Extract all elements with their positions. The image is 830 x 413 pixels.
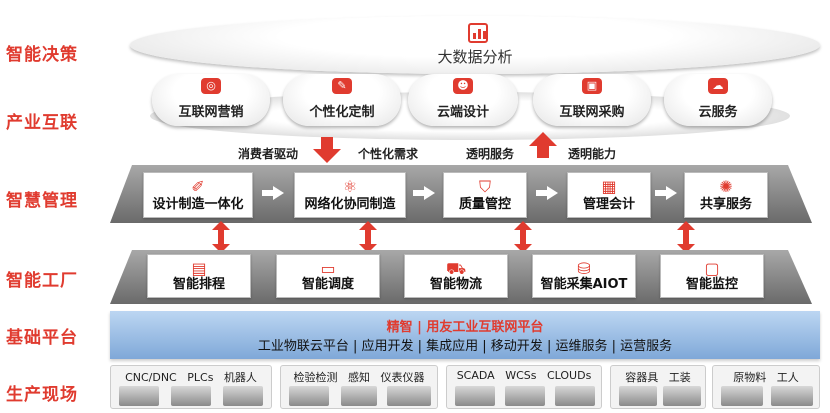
mgmt-label: 管理会计 [582, 197, 635, 212]
prod-group-materials: 原物料 工人 [712, 365, 820, 409]
prod-labels: CNC/DNC PLCs 机器人 [125, 371, 257, 384]
flow-label-demand: 个性化需求 [358, 147, 419, 161]
worker-icon [771, 386, 813, 406]
arrow-right [262, 186, 284, 200]
mgmt-quality-control: ⛉ 质量管控 [443, 172, 527, 218]
cloud-label: 个性化定制 [309, 105, 375, 120]
cloud-design: ☻ 云端设计 [408, 74, 518, 126]
cloud-label: 云端设计 [436, 105, 489, 120]
cart-icon: ▣ [582, 78, 602, 94]
layer-label-industry: 产业互联 [6, 113, 78, 133]
instrument-icon [387, 386, 431, 406]
bar-chart-icon [468, 23, 488, 43]
big-data-title: 大数据分析 [437, 48, 513, 66]
fixture-icon [663, 386, 701, 406]
platform-services: 工业物联云平台 | 应用开发 | 集成应用 | 移动开发 | 运维服务 | 运营… [257, 339, 673, 354]
mgmt-label: 质量管控 [458, 197, 511, 212]
prod-group-containers: 容器具 工装 [610, 365, 706, 409]
prod-group-machines: CNC/DNC PLCs 机器人 [110, 365, 272, 409]
prod-group-inspection: 检验检测 感知 仪表仪器 [280, 365, 438, 409]
design-icon: ✐ [191, 177, 205, 196]
mgmt-design-manufacturing: ✐ 设计制造一体化 [143, 172, 253, 218]
wcs-icon [505, 386, 545, 406]
share-icon: ✺ [719, 177, 733, 196]
mgmt-label: 共享服务 [699, 197, 752, 212]
double-arrow-4 [677, 221, 695, 253]
cnc-machine-icon [119, 386, 159, 406]
cloud-procurement: ▣ 互联网采购 [533, 74, 651, 126]
arrow-down-demand [313, 137, 341, 163]
cloud-icon: ☁ [708, 78, 728, 94]
monitor-icon: ▢ [704, 259, 720, 278]
flow-label-transparent-capability: 透明能力 [568, 147, 617, 161]
mgmt-label: 网络化协同制造 [304, 197, 396, 212]
calculator-icon: ▦ [601, 177, 617, 196]
cloud-customization: ✎ 个性化定制 [283, 74, 401, 126]
platform-band: 精智 | 用友工业互联网平台 工业物联云平台 | 应用开发 | 集成应用 | 移… [110, 311, 820, 359]
factory-label: 智能调度 [301, 277, 354, 292]
shield-check-icon: ⛉ [478, 177, 491, 196]
layer-label-production: 生产现场 [6, 385, 78, 405]
prod-labels: 容器具 工装 [625, 371, 691, 384]
inspection-icon [289, 386, 329, 406]
truck-icon: ⛟ [446, 259, 467, 278]
arrow-up-service [529, 132, 557, 158]
double-arrow-3 [514, 221, 532, 253]
plc-icon [171, 386, 211, 406]
globe-icon: ◎ [201, 78, 221, 94]
mgmt-network-manufacturing: ⚛ 网络化协同制造 [294, 172, 406, 218]
cloud-server-icon [555, 386, 595, 406]
factory-label: 智能排程 [172, 277, 225, 292]
layer-label-platform: 基础平台 [6, 328, 78, 348]
prod-labels: 原物料 工人 [733, 371, 799, 384]
double-arrow-1 [212, 221, 230, 253]
prod-group-systems: SCADA WCSs CLOUDs [446, 365, 602, 409]
factory-dispatch: ▭ 智能调度 [276, 254, 380, 298]
container-icon [619, 386, 657, 406]
dispatch-icon: ▭ [320, 259, 336, 278]
platform-title: 精智 | 用友工业互联网平台 [386, 320, 544, 335]
arrow-right [655, 186, 677, 200]
mgmt-accounting: ▦ 管理会计 [567, 172, 651, 218]
flow-label-consumer: 消费者驱动 [238, 147, 299, 161]
material-icon [721, 386, 763, 406]
cloud-label: 互联网营销 [178, 105, 244, 120]
cloud-internet-marketing: ◎ 互联网营销 [152, 74, 270, 126]
robot-icon [223, 386, 263, 406]
ruler-icon: ✎ [332, 78, 352, 94]
scada-icon [455, 386, 495, 406]
cloud-label: 互联网采购 [559, 105, 625, 120]
prod-labels: 检验检测 感知 仪表仪器 [293, 371, 425, 384]
database-icon: ⛁ [577, 259, 591, 278]
network-icon: ⚛ [342, 177, 358, 196]
layer-label-decision: 智能决策 [6, 45, 78, 65]
arrow-right [536, 186, 558, 200]
schedule-icon: ▤ [191, 259, 207, 278]
factory-scheduling: ▤ 智能排程 [147, 254, 251, 298]
mgmt-label: 设计制造一体化 [152, 197, 244, 212]
factory-label: 智能监控 [685, 277, 738, 292]
layer-label-management: 智慧管理 [6, 191, 78, 211]
factory-label: 智能采集AIOT [540, 277, 628, 292]
factory-monitoring: ▢ 智能监控 [660, 254, 764, 298]
cloud-label: 云服务 [698, 105, 738, 120]
factory-aiot: ⛁ 智能采集AIOT [532, 254, 636, 298]
mgmt-shared-service: ✺ 共享服务 [684, 172, 768, 218]
arrow-right [413, 186, 435, 200]
factory-logistics: ⛟ 智能物流 [404, 254, 508, 298]
big-data-cloud: 大数据分析 [130, 16, 820, 74]
double-arrow-2 [359, 221, 377, 253]
sensor-icon [341, 386, 377, 406]
cloud-service: ☁ 云服务 [664, 74, 772, 126]
prod-labels: SCADA WCSs CLOUDs [456, 369, 592, 382]
layer-label-factory: 智能工厂 [6, 271, 78, 291]
people-icon: ☻ [453, 78, 473, 94]
factory-label: 智能物流 [429, 277, 482, 292]
flow-label-transparent-service: 透明服务 [466, 147, 515, 161]
